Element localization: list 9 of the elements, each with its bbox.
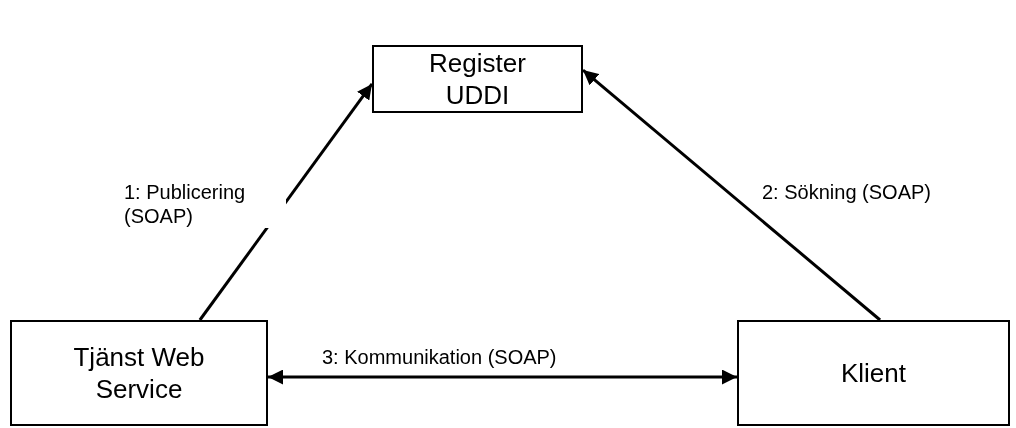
process-box bbox=[10, 320, 268, 426]
node-label: Klient bbox=[840, 357, 906, 389]
node-label: Tjänst Web Service bbox=[72, 341, 206, 405]
process-box bbox=[372, 45, 583, 113]
arrow bbox=[198, 83, 374, 321]
arrow bbox=[268, 369, 737, 385]
process-box bbox=[737, 320, 1010, 426]
arrow bbox=[582, 68, 881, 322]
node-label: Register UDDI bbox=[428, 47, 527, 111]
